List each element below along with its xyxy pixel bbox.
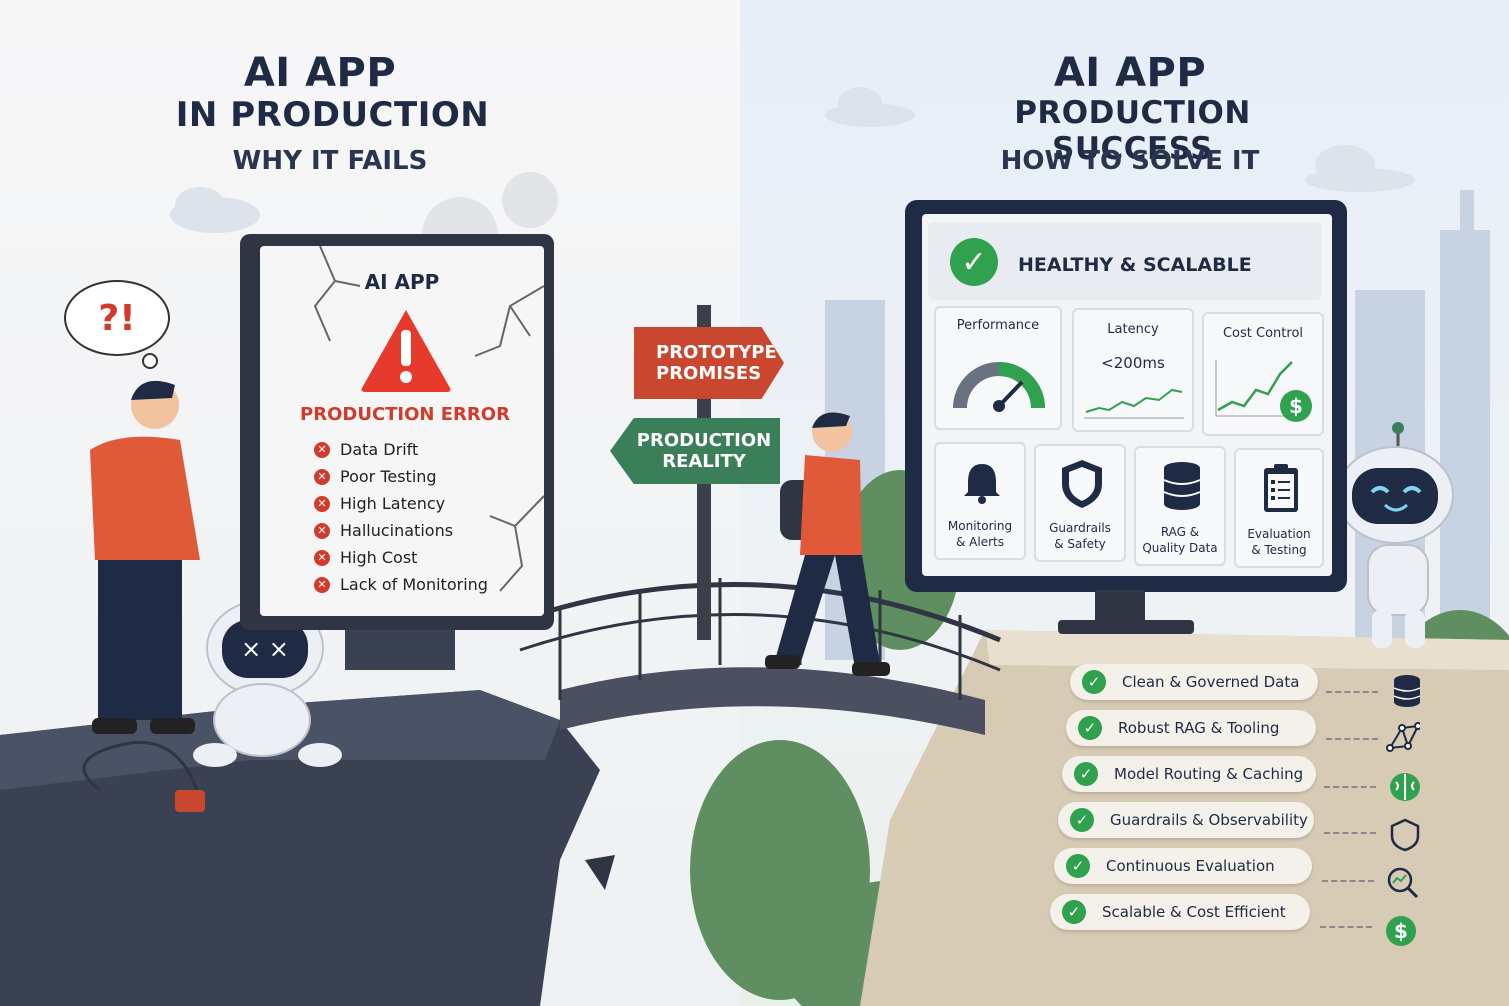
failure-item: ✕Data Drift [314, 436, 544, 463]
monitor-base [1058, 620, 1194, 634]
x-icon: ✕ [314, 468, 330, 485]
brain-icon [1388, 770, 1422, 804]
svg-text:$: $ [1289, 394, 1303, 418]
clipboard-icon [1264, 464, 1298, 512]
sign-production-reality: PRODUCTION REALITY [610, 418, 780, 484]
sad-robot-icon: × × [193, 576, 342, 767]
left-title: AI APP [243, 50, 397, 96]
gauge-icon [953, 362, 1045, 412]
connector-dash [1322, 880, 1374, 882]
x-icon: ✕ [314, 549, 330, 566]
solution-item: ✓Robust RAG & Tooling [1066, 710, 1316, 746]
speech-bubble-tail [142, 353, 158, 369]
latency-tile: Latency <200ms [1072, 308, 1194, 432]
rag-data-tile: RAG &Quality Data [1134, 446, 1226, 566]
left-tagline: WHY IT FAILS [232, 146, 428, 176]
connector-dash [1326, 691, 1378, 693]
failure-list: ✕Data Drift ✕Poor Testing ✕High Latency … [314, 436, 544, 598]
right-subtitle: PRODUCTION SUCCESS [1014, 95, 1251, 167]
svg-text:$: $ [1394, 919, 1408, 943]
cost-control-tile: Cost Control $ [1202, 312, 1324, 436]
solution-item: ✓Scalable & Cost Efficient [1050, 894, 1310, 930]
right-title: AI APP [1053, 50, 1207, 96]
solution-item: ✓Clean & Governed Data [1070, 664, 1318, 700]
failure-item: ✕Hallucinations [314, 517, 544, 544]
connector-dash [1326, 738, 1378, 740]
x-icon: ✕ [314, 576, 330, 593]
solution-item: ✓Model Routing & Caching [1062, 756, 1316, 792]
bell-icon [964, 464, 1000, 504]
confused-person [90, 380, 200, 734]
performance-tile: Performance [934, 306, 1062, 430]
check-icon: ✓ [1082, 670, 1106, 694]
warning-icon [361, 310, 451, 392]
network-icon [1386, 720, 1420, 754]
hiker-person [765, 412, 890, 676]
left-subtitle: IN PRODUCTION [175, 95, 490, 135]
monitor-neck [1095, 590, 1145, 624]
solution-item: ✓Continuous Evaluation [1054, 848, 1312, 884]
bridge [560, 667, 985, 735]
billboard-stand [345, 630, 455, 670]
happy-robot-icon [1336, 422, 1454, 648]
check-icon: ✓ [1070, 808, 1094, 832]
database-icon [1163, 462, 1201, 510]
speech-text: ?! [98, 297, 136, 339]
production-error-label: PRODUCTION ERROR [300, 404, 510, 425]
shield-icon [1388, 818, 1422, 852]
check-icon: ✓ [1078, 716, 1102, 740]
line-graph-icon [1084, 388, 1184, 419]
x-icon: ✕ [314, 441, 330, 458]
broken-billboard-screen: AI APP PRODUCTION ERROR ✕Data Drift ✕Poo… [260, 246, 544, 616]
cloud-icon [170, 87, 1415, 233]
database-icon [1390, 674, 1424, 708]
monitoring-tile: Monitoring& Alerts [934, 442, 1026, 560]
failure-item: ✕High Latency [314, 490, 544, 517]
check-icon: ✓ [1062, 900, 1086, 924]
evaluation-tile: Evaluation& Testing [1234, 448, 1324, 568]
check-icon: ✓ [1074, 762, 1098, 786]
check-icon: ✓ [1066, 854, 1090, 878]
check-circle-icon: ✓ [950, 238, 998, 286]
failure-item: ✕High Cost [314, 544, 544, 571]
x-icon: ✕ [314, 522, 330, 539]
crack-lines [313, 246, 544, 592]
solution-item: ✓Guardrails & Observability [1058, 802, 1314, 838]
connector-dash [1320, 926, 1372, 928]
right-tagline: HOW TO SOLVE IT [1000, 146, 1260, 176]
connector-dash [1324, 832, 1376, 834]
x-icon: ✕ [314, 495, 330, 512]
sign-prototype-promises: PROTOTYPE PROMISES [634, 327, 784, 399]
guardrails-tile: Guardrails& Safety [1034, 444, 1126, 562]
connector-dash [1324, 786, 1376, 788]
plug-icon [175, 790, 205, 812]
magnifier-chart-icon [1386, 866, 1420, 900]
panel-title: AI APP [364, 270, 440, 294]
cost-graph-icon: $ [1215, 360, 1312, 422]
svg-text:× ×: × × [241, 635, 289, 663]
status-label: HEALTHY & SCALABLE [1018, 254, 1252, 276]
speech-bubble: ?! [64, 280, 170, 356]
failure-item: ✕Poor Testing [314, 463, 544, 490]
monitor-screen: ✓ HEALTHY & SCALABLE Performance Latency… [922, 214, 1332, 576]
failure-item: ✕Lack of Monitoring [314, 571, 544, 598]
dollar-coin-icon: $ [1384, 914, 1418, 948]
shield-icon [1062, 460, 1102, 508]
latency-value: <200ms [1101, 354, 1165, 372]
